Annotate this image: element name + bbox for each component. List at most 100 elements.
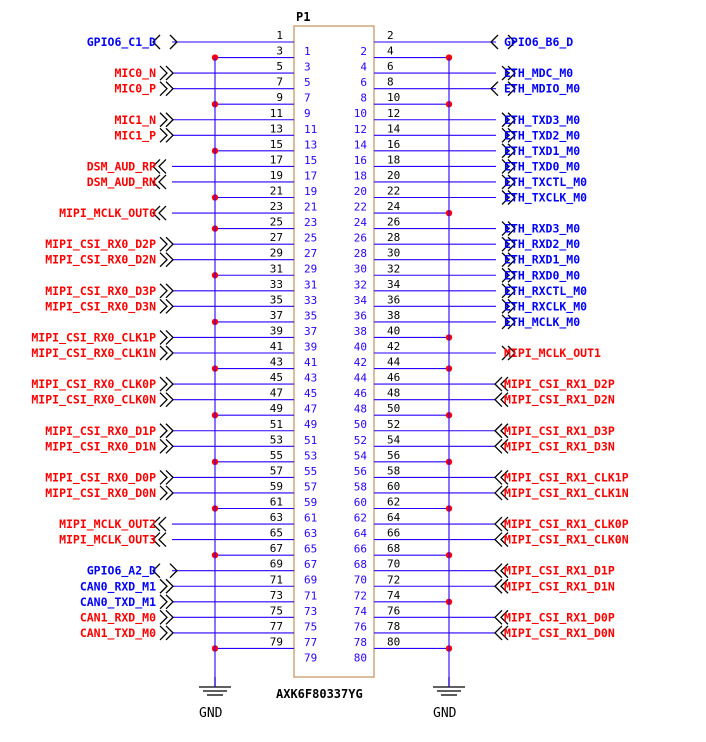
pin-18-arrow2-icon: [507, 158, 516, 174]
pin-48-number: 48: [387, 387, 400, 400]
net-label-41: MIPI_CSI_RX0_CLK1N: [31, 346, 156, 361]
pin-28-arrow-icon: [501, 236, 510, 252]
pin-51-inner-number: 51: [304, 434, 317, 447]
pin-9-number: 9: [276, 91, 283, 104]
pin-7-number: 7: [276, 76, 283, 89]
net-label-72: MIPI_CSI_RX1_D1N: [504, 579, 615, 594]
pin-32-number: 32: [387, 262, 400, 275]
net-label-12: ETH_TXD3_M0: [504, 113, 580, 128]
pin-48-inner-number: 48: [354, 403, 367, 416]
pin-76-inner-number: 76: [354, 620, 367, 633]
pin-4-number: 4: [387, 45, 394, 58]
pin-65-arrow2-icon: [152, 532, 161, 548]
pin-50-number: 50: [387, 402, 400, 415]
pin-33-arrow-icon: [159, 283, 168, 299]
pin-12-number: 12: [387, 107, 400, 120]
pin-26-arrow-icon: [501, 221, 510, 237]
pin-36-inner-number: 36: [354, 309, 367, 322]
net-label-1: GPIO6_C1_D: [87, 35, 156, 50]
pin-38-arrow-icon: [501, 314, 510, 330]
pin-57-arrow-icon: [159, 469, 168, 485]
pin-53-arrow-icon: [159, 438, 168, 454]
pin-60-arrow-icon: [500, 485, 509, 501]
net-label-42: MIPI_MCLK_OUT1: [504, 346, 601, 361]
pin-72-arrow-icon: [500, 578, 509, 594]
pin-38-number: 38: [387, 309, 400, 322]
net-label-17: DSM_AUD_RP: [87, 159, 156, 174]
net-label-27: MIPI_CSI_RX0_D2P: [45, 237, 156, 252]
pin-36-arrow-icon: [501, 298, 510, 314]
net-label-7: MIC0_P: [114, 82, 156, 97]
pin-45-arrow2-icon: [165, 376, 174, 392]
pin-18-arrow-icon: [501, 158, 510, 174]
pin-72-arrow2-icon: [494, 578, 503, 594]
pin-39-number: 39: [270, 324, 283, 337]
net-label-2: GPIO6_B6_D: [504, 35, 573, 50]
pin-79-number: 79: [270, 635, 283, 648]
pin-21-number: 21: [270, 185, 283, 198]
pin-60-number: 60: [387, 480, 400, 493]
pin-53-number: 53: [270, 433, 283, 446]
pin-14-arrow-icon: [501, 127, 510, 143]
pin-40-inner-number: 40: [354, 340, 367, 353]
pin-66-arrow2-icon: [494, 532, 503, 548]
pin-5-inner-number: 5: [304, 76, 311, 89]
pin-6-inner-number: 6: [360, 76, 367, 89]
pin-67-number: 67: [270, 542, 283, 555]
net-label-34: ETH_RXCTL_M0: [504, 284, 587, 299]
pin-55-number: 55: [270, 449, 283, 462]
net-label-6: ETH_MDC_M0: [504, 66, 573, 81]
pin-42-arrow2-icon: [507, 345, 516, 361]
pin-25-number: 25: [270, 216, 283, 229]
net-label-16: ETH_TXD1_M0: [504, 144, 580, 159]
net-label-60: MIPI_CSI_RX1_CLK1N: [504, 486, 629, 501]
pin-47-arrow-icon: [159, 392, 168, 408]
pin-5-arrow-icon: [159, 65, 168, 81]
pin-43-inner-number: 43: [304, 372, 317, 385]
pin-51-arrow2-icon: [165, 423, 174, 439]
pin-28-arrow2-icon: [507, 236, 516, 252]
pin-46-arrow2-icon: [494, 376, 503, 392]
pin-32-arrow-icon: [501, 267, 510, 283]
connector-body: [293, 25, 375, 678]
net-label-57: MIPI_CSI_RX0_D0P: [45, 470, 156, 485]
pin-18-inner-number: 18: [354, 169, 367, 182]
pin-29-arrow2-icon: [165, 252, 174, 268]
pin-32-arrow2-icon: [507, 267, 516, 283]
net-label-30: ETH_RXD1_M0: [504, 253, 580, 268]
pin-78-arrow-icon: [500, 625, 509, 641]
pin-62-number: 62: [387, 496, 400, 509]
pin-63-arrow2-icon: [152, 516, 161, 532]
pin-42-inner-number: 42: [354, 356, 367, 369]
net-label-51: MIPI_CSI_RX0_D1P: [45, 424, 156, 439]
net-label-13: MIC1_P: [114, 128, 156, 143]
pin-38-arrow2-icon: [507, 314, 516, 330]
pin-70-inner-number: 70: [354, 574, 367, 587]
pin-64-arrow-icon: [500, 516, 509, 532]
pin-21-inner-number: 21: [304, 201, 317, 214]
pin-59-arrow2-icon: [165, 485, 174, 501]
pin-51-arrow-icon: [159, 423, 168, 439]
net-label-26: ETH_RXD3_M0: [504, 222, 580, 237]
net-label-52: MIPI_CSI_RX1_D3P: [504, 424, 615, 439]
pin-5-number: 5: [276, 60, 283, 73]
pin-75-arrow-icon: [159, 609, 168, 625]
pin-76-number: 76: [387, 604, 400, 617]
pin-17-arrow-icon: [158, 158, 167, 174]
pin-41-arrow2-icon: [165, 345, 174, 361]
pin-73-arrow-icon: [159, 594, 168, 610]
net-label-64: MIPI_CSI_RX1_CLK0P: [504, 517, 629, 532]
pin-35-inner-number: 35: [304, 309, 317, 322]
pin-50-inner-number: 50: [354, 418, 367, 431]
pin-28-inner-number: 28: [354, 247, 367, 260]
pin-41-inner-number: 41: [304, 356, 317, 369]
pin-68-inner-number: 68: [354, 558, 367, 571]
pin-71-inner-number: 71: [304, 589, 317, 602]
net-label-5: MIC0_N: [114, 66, 156, 81]
net-label-76: MIPI_CSI_RX1_D0P: [504, 610, 615, 625]
pin-51-number: 51: [270, 418, 283, 431]
pin-47-arrow2-icon: [165, 392, 174, 408]
pin-23-arrow-icon: [158, 205, 167, 221]
pin-31-inner-number: 31: [304, 278, 317, 291]
